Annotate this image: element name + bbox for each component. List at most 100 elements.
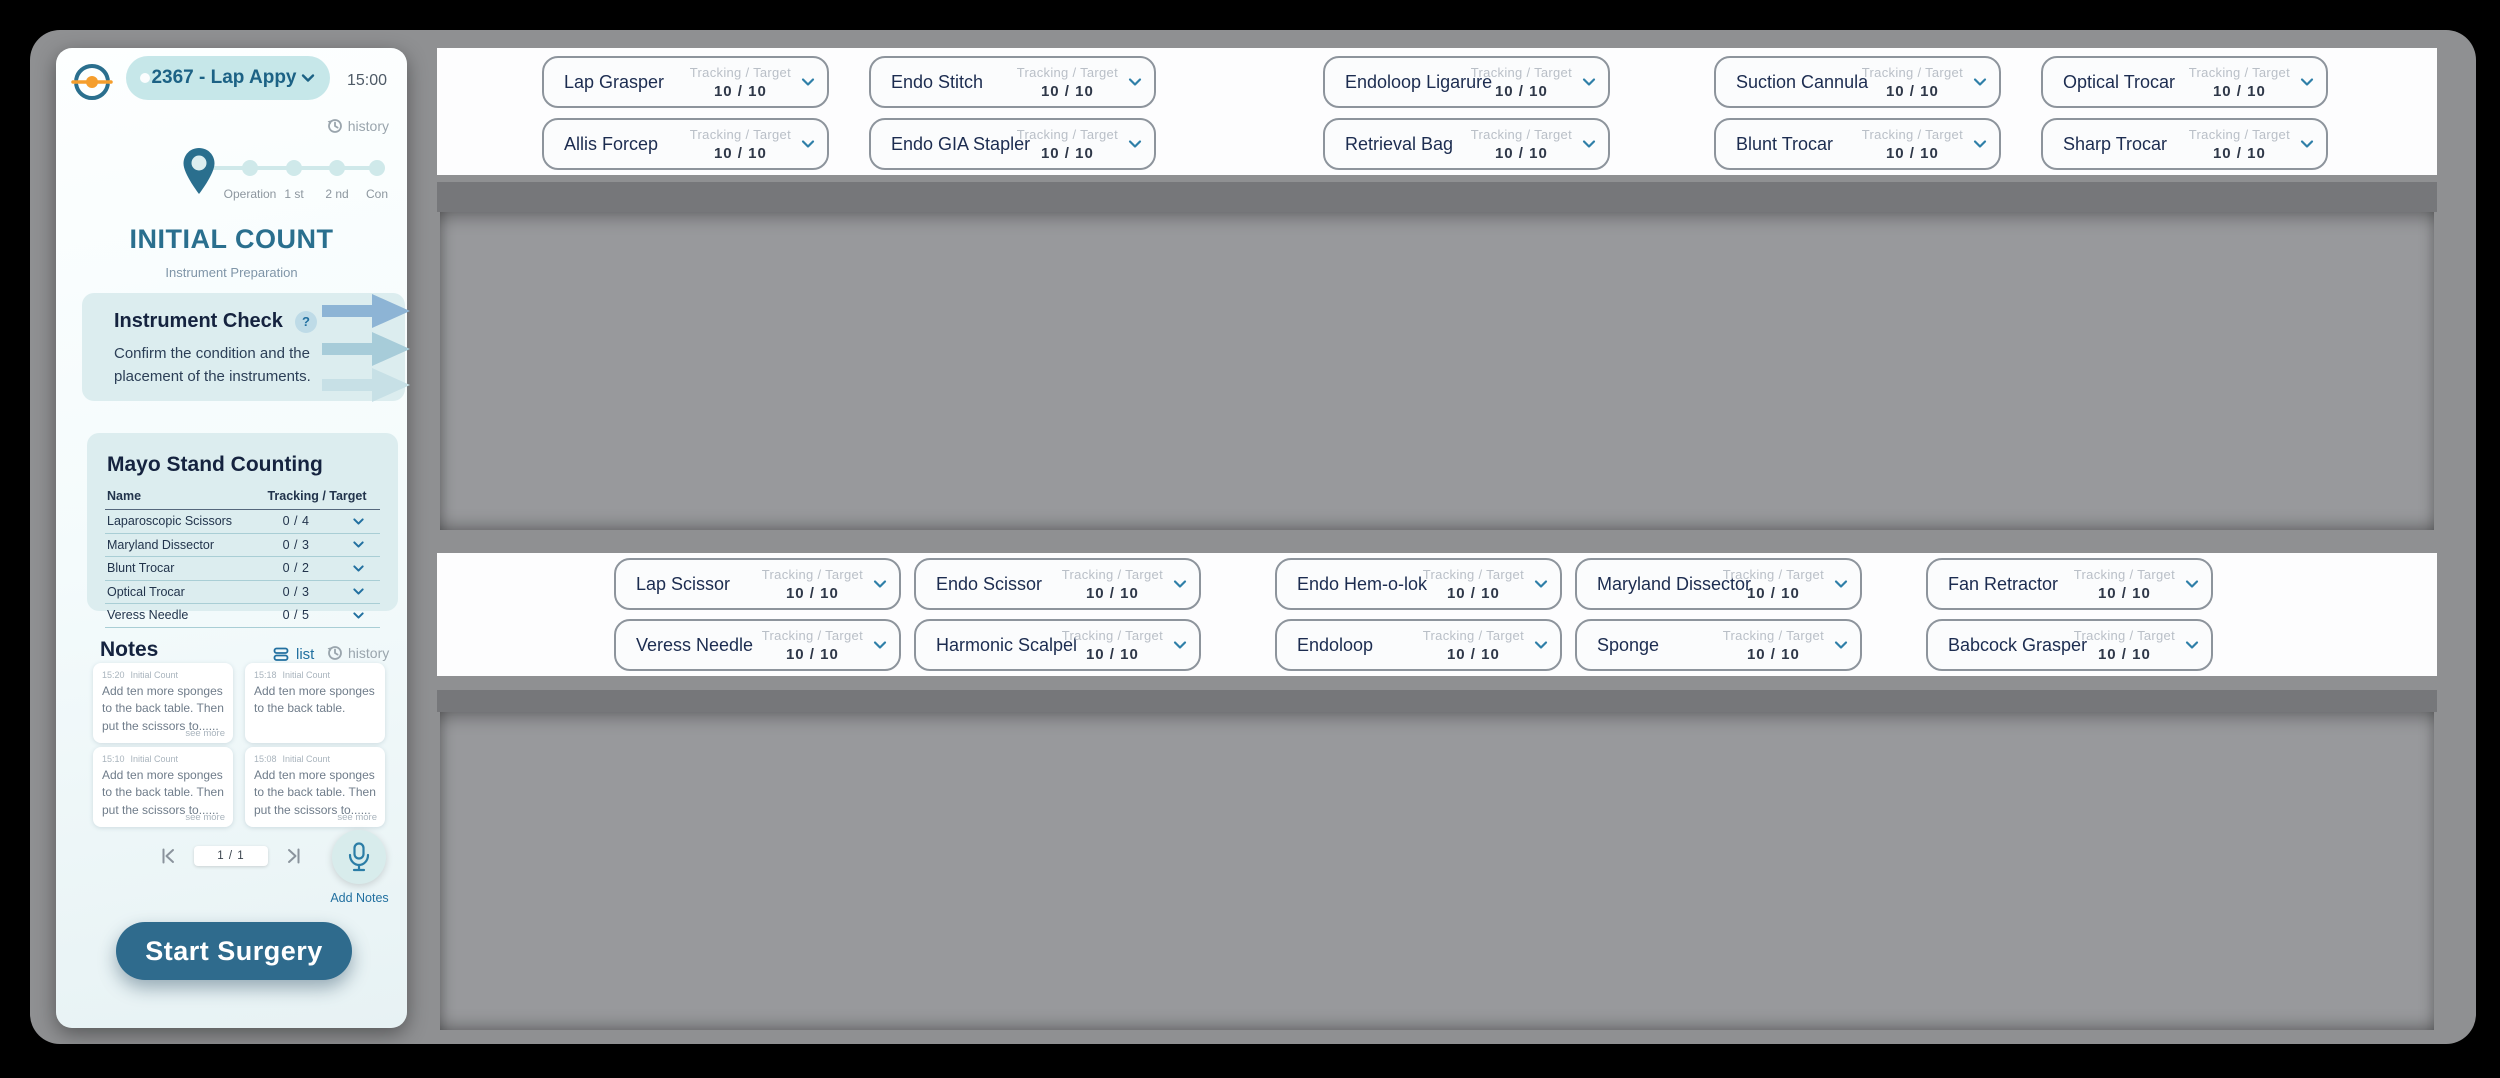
help-question-icon[interactable]: ? [294,310,317,333]
chevron-down-icon[interactable] [336,537,380,552]
instrument-name: Allis Forcep [564,133,659,154]
empty-table-surface-bottom [440,712,2434,1030]
chevron-down-icon[interactable] [1580,135,1598,153]
see-more-link[interactable]: see more [185,728,225,739]
history-label: history [347,118,389,134]
triple-right-arrows-icon [322,294,410,402]
chevron-down-icon[interactable] [1832,636,1850,654]
see-more-link[interactable]: see more [337,812,377,823]
current-step-pin-icon [183,148,215,194]
tracking-target-label: Tracking / Target [2188,64,2290,80]
note-tag: Initial Count [130,670,179,680]
phase-history-button[interactable]: history [327,118,389,134]
first-page-icon[interactable] [160,847,178,865]
mayo-table-row[interactable]: Laparoscopic Scissors 0 / 4 [105,510,380,534]
chevron-down-icon[interactable] [1971,135,1989,153]
tracking-target-value: 10 / 10 [1446,584,1500,602]
tracking-target-value: 10 / 10 [1746,584,1800,602]
mayo-row-value: 0 / 2 [282,561,310,576]
mayo-row-value: 0 / 4 [282,514,310,529]
case-selector-dropdown[interactable]: 2367 - Lap Appy [126,56,330,100]
chevron-down-icon[interactable] [1580,73,1598,91]
chevron-down-icon[interactable] [1126,135,1144,153]
notes-pagination: 1 / 1 [160,846,302,866]
mayo-row-value: 0 / 3 [282,537,310,552]
notes-list-view-button[interactable]: list [272,645,314,663]
tracking-target-value: 10 / 10 [785,645,839,663]
chevron-down-icon[interactable] [799,73,817,91]
chevron-down-icon[interactable] [871,575,889,593]
instrument-name: Harmonic Scalpel [936,634,1078,655]
tracking-target-value: 10 / 10 [1885,82,1939,100]
chevron-down-icon[interactable] [336,561,380,576]
note-time: 15:18 [254,670,277,680]
chevron-down-icon[interactable] [1971,73,1989,91]
tracking-target-label: Tracking / Target [761,627,863,643]
notes-history-button[interactable]: history [327,645,389,661]
tracking-target-value: 10 / 10 [1885,144,1939,162]
see-more-link[interactable]: see more [185,812,225,823]
chevron-down-icon[interactable] [799,135,817,153]
chevron-down-icon[interactable] [2298,135,2316,153]
instrument-name: Endo GIA Stapler [891,133,1031,154]
chevron-down-icon[interactable] [871,636,889,654]
chevron-down-icon[interactable] [1532,636,1550,654]
chevron-down-icon[interactable] [336,514,380,529]
chevron-down-icon[interactable] [1171,636,1189,654]
chevron-down-icon[interactable] [2298,73,2316,91]
chevron-down-icon[interactable] [1126,73,1144,91]
chevron-down-icon[interactable] [336,608,380,623]
tracking-target-label: Tracking / Target [1422,627,1524,643]
chevron-down-icon[interactable] [2183,636,2201,654]
chevron-down-icon[interactable] [336,584,380,599]
last-page-icon[interactable] [284,847,302,865]
start-surgery-button[interactable]: Start Surgery [116,922,352,980]
mayo-row-name: Laparoscopic Scissors [107,514,233,529]
add-notes-mic-button[interactable] [332,830,386,884]
chevron-down-icon[interactable] [1832,575,1850,593]
mayo-table-header: Name Tracking / Target [105,489,380,510]
chevron-down-icon[interactable] [1171,575,1189,593]
chevron-down-icon[interactable] [2183,575,2201,593]
instrument-name: Endo Stitch [891,71,984,92]
note-text: Add ten more sponges to the back table. … [102,684,224,733]
tracking-target-value: 10 / 10 [1746,645,1800,663]
chevron-down-icon[interactable] [1532,575,1550,593]
mayo-row-name: Veress Needle [107,608,189,623]
tracking-target-value: 10 / 10 [713,144,767,162]
tracking-target-label: Tracking / Target [689,64,791,80]
app-logo-icon [71,63,113,101]
